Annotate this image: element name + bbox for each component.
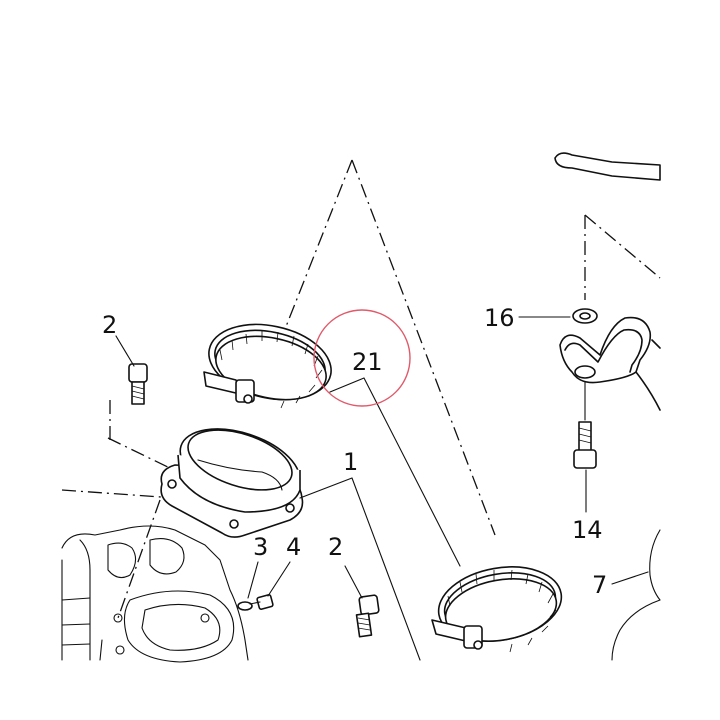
- hose-clamp-lower: [431, 566, 563, 653]
- cover-part-7: [611, 529, 661, 661]
- highlight-circle: [313, 309, 411, 407]
- callout-2-upper: 2: [102, 311, 117, 339]
- assembly-centerlines: [61, 159, 661, 619]
- engine-block: [61, 525, 249, 663]
- callout-7: 7: [592, 571, 607, 599]
- washer-16: [572, 308, 598, 324]
- cap-screw-upper: [128, 363, 148, 405]
- callout-21: 21: [352, 348, 383, 376]
- callout-14: 14: [572, 516, 603, 544]
- washer-and-bolt: [237, 594, 274, 611]
- callout-4: 4: [286, 533, 301, 561]
- hose-clamp-upper: [203, 323, 332, 409]
- callout-3: 3: [253, 533, 268, 561]
- callout-16: 16: [484, 304, 515, 332]
- intake-flange: [160, 428, 304, 538]
- callout-2-lower: 2: [328, 533, 343, 561]
- callout-1: 1: [343, 448, 358, 476]
- hose-top-right: [554, 152, 661, 181]
- cap-screw-lower: [355, 594, 380, 638]
- leader-lines: [115, 316, 649, 661]
- wire-bracket: [559, 316, 661, 411]
- bolt-14: [573, 421, 597, 469]
